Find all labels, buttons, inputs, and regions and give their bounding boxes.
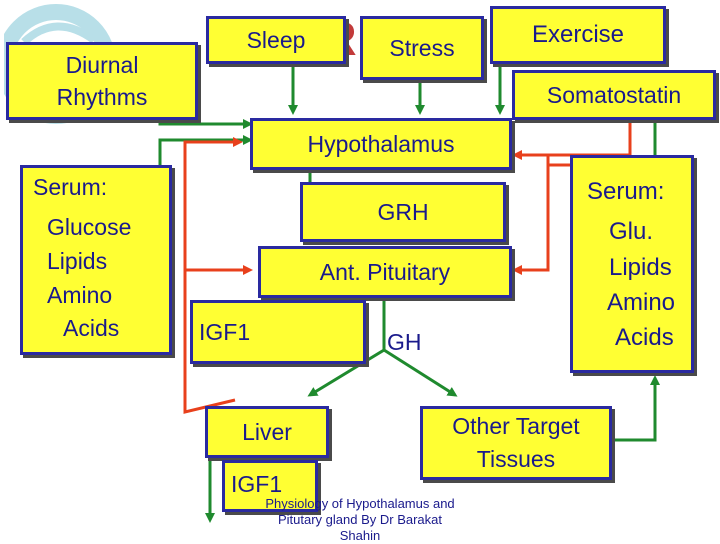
other-target-label: Other Target Tissues — [452, 413, 580, 472]
serum-left-title: Serum: — [33, 174, 108, 200]
arrow-serum-left — [158, 135, 253, 165]
serum-right-item: Acids — [615, 324, 674, 351]
igf1-bottom-box: IGF1 — [222, 460, 318, 512]
footer-caption: Physiology of Hypothalamus and Pitutary … — [265, 496, 455, 543]
serum-left-item: Glucose — [47, 214, 132, 240]
somatostatin-label: Somatostatin — [546, 81, 682, 108]
ant-pituitary-box: Ant. Pituitary — [258, 246, 512, 298]
stress-label: Stress — [389, 34, 455, 61]
hypothalamus-label: Hypothalamus — [307, 130, 455, 157]
feedback-igf1-hypothalamus — [183, 137, 243, 414]
stress-box: Stress — [360, 16, 484, 80]
feedback-right-pituitary — [512, 155, 550, 275]
igf1-mid-label: IGF1 — [199, 319, 251, 345]
arrow-diurnal-hypothalamus — [158, 119, 253, 129]
grh-box: GRH — [300, 182, 506, 242]
sleep-box: Sleep — [206, 16, 346, 64]
serum-right-item: Amino — [607, 289, 676, 316]
arrow-gh-target — [383, 348, 458, 397]
serum-left-box: Serum: Glucose Lipids Amino Acids — [20, 165, 172, 355]
serum-left-item: Lipids — [47, 248, 108, 274]
serum-left-item: Acids — [63, 315, 120, 341]
sleep-label: Sleep — [246, 26, 306, 53]
exercise-box: Exercise — [490, 6, 666, 64]
other-target-box: Other Target Tissues — [420, 406, 612, 480]
exercise-label: Exercise — [531, 21, 625, 48]
liver-box: Liver — [205, 406, 329, 458]
ant-pituitary-label: Ant. Pituitary — [319, 258, 451, 285]
serum-right-box: Serum: Glu. Lipids Amino Acids — [570, 155, 694, 373]
serum-right-title: Serum: — [587, 178, 665, 205]
somatostatin-box: Somatostatin — [512, 70, 716, 120]
liver-label: Liver — [242, 418, 292, 445]
gh-label: GH — [387, 329, 422, 355]
diurnal-rhythms-box: Diurnal Rhythms — [6, 42, 198, 120]
serum-right-item: Lipids — [609, 254, 672, 281]
serum-right-item: Glu. — [609, 218, 654, 245]
arrow-target-serum — [612, 375, 660, 442]
hypothalamus-box: Hypothalamus — [250, 118, 512, 170]
igf1-mid-box: IGF1 GH — [190, 300, 422, 364]
serum-left-item: Amino — [47, 282, 113, 308]
diurnal-rhythms-label: Diurnal Rhythms — [56, 52, 148, 110]
igf1-bottom-label: IGF1 — [231, 471, 283, 497]
grh-label: GRH — [377, 198, 429, 225]
